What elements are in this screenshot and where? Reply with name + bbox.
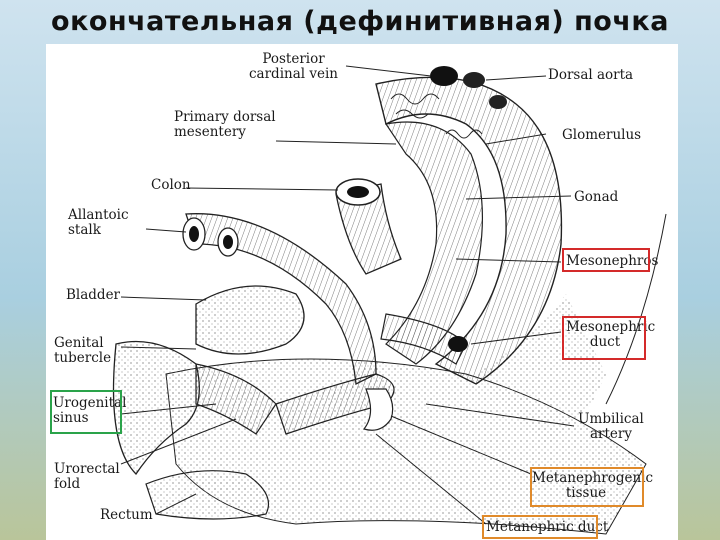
label-urorectal-fold: Urorectal fold [54, 462, 120, 492]
dorsal-aorta-lumen [463, 72, 485, 88]
label-bladder: Bladder [66, 288, 120, 303]
aorta-branch-lumen [489, 95, 507, 109]
rectum-shape [146, 471, 269, 519]
colon-lumen [347, 186, 369, 198]
diagram-panel: Posterior cardinal vein Primary dorsal m… [46, 44, 678, 540]
label-dorsal-aorta: Dorsal aorta [548, 68, 633, 83]
umbilical-lumen [223, 235, 233, 249]
highlight-mesonephros [562, 248, 650, 272]
cardinal-vein-lumen [430, 66, 458, 86]
highlight-metanephric-duct [482, 515, 598, 539]
highlight-urogenital-sinus [50, 390, 122, 434]
label-glomerulus: Glomerulus [562, 128, 641, 143]
label-genital-tubercle: Genital tubercle [54, 336, 126, 366]
allantoic-lumen [189, 226, 199, 242]
label-primary-dorsal-mesentery: Primary dorsal mesentery [174, 110, 279, 140]
label-colon: Colon [151, 178, 191, 193]
mesonephric-duct-lumen [448, 336, 468, 352]
embryo-illustration [46, 44, 678, 540]
label-allantoic-stalk: Allantoic stalk [68, 208, 138, 238]
label-gonad: Gonad [574, 190, 618, 205]
highlight-mesonephric-duct [562, 316, 646, 360]
label-posterior-cardinal-vein: Posterior cardinal vein [236, 52, 351, 82]
page-title: окончательная (дефинитивная) почка [0, 6, 720, 37]
label-umbilical-artery: Umbilical artery [576, 412, 646, 442]
label-rectum: Rectum [100, 508, 153, 523]
highlight-metanephrogenic-tissue [530, 467, 644, 507]
bladder-shape [196, 286, 304, 354]
